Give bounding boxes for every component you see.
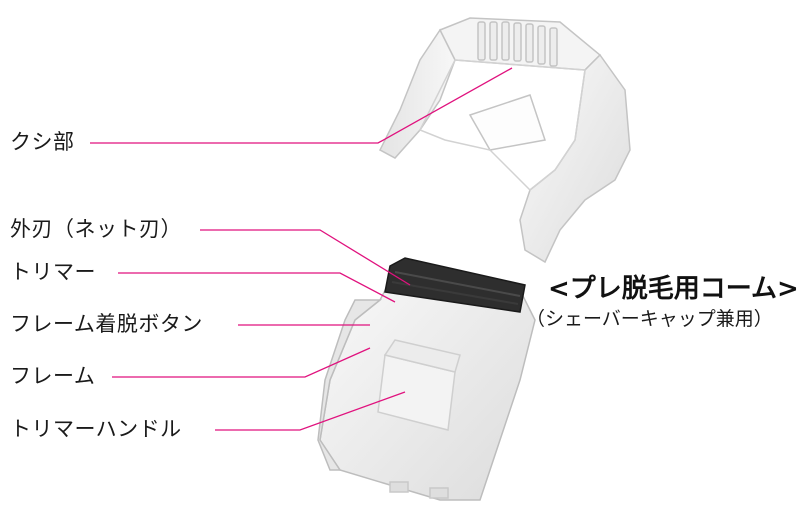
label-frame: フレーム xyxy=(10,364,96,388)
leader-lines xyxy=(90,67,513,431)
shaver-left-face xyxy=(317,299,383,471)
product-subtitle: （シェーバーキャップ兼用） xyxy=(526,308,773,330)
label-trimmer-handle: トリマーハンドル xyxy=(10,417,182,441)
leader-trimmer-handle xyxy=(215,391,406,431)
comb-attachment xyxy=(379,17,631,264)
comb-inner-rim xyxy=(418,59,586,192)
comb-window xyxy=(468,94,546,151)
label-outer-blade: 外刃（ネット刃） xyxy=(10,217,182,241)
comb-left-arm xyxy=(379,28,456,159)
comb-teeth xyxy=(477,21,558,67)
label-frame-release-button: フレーム着脱ボタン xyxy=(10,312,203,336)
leader-trimmer xyxy=(118,272,396,303)
shaver-head xyxy=(317,257,536,501)
leader-outer-blade xyxy=(200,229,411,286)
leader-comb xyxy=(90,67,513,144)
label-trimmer: トリマー xyxy=(10,260,96,284)
label-comb: クシ部 xyxy=(10,130,75,154)
leader-frame xyxy=(112,347,371,378)
product-title: <プレ脱毛用コーム> xyxy=(548,274,799,304)
comb-right-body xyxy=(519,53,631,264)
